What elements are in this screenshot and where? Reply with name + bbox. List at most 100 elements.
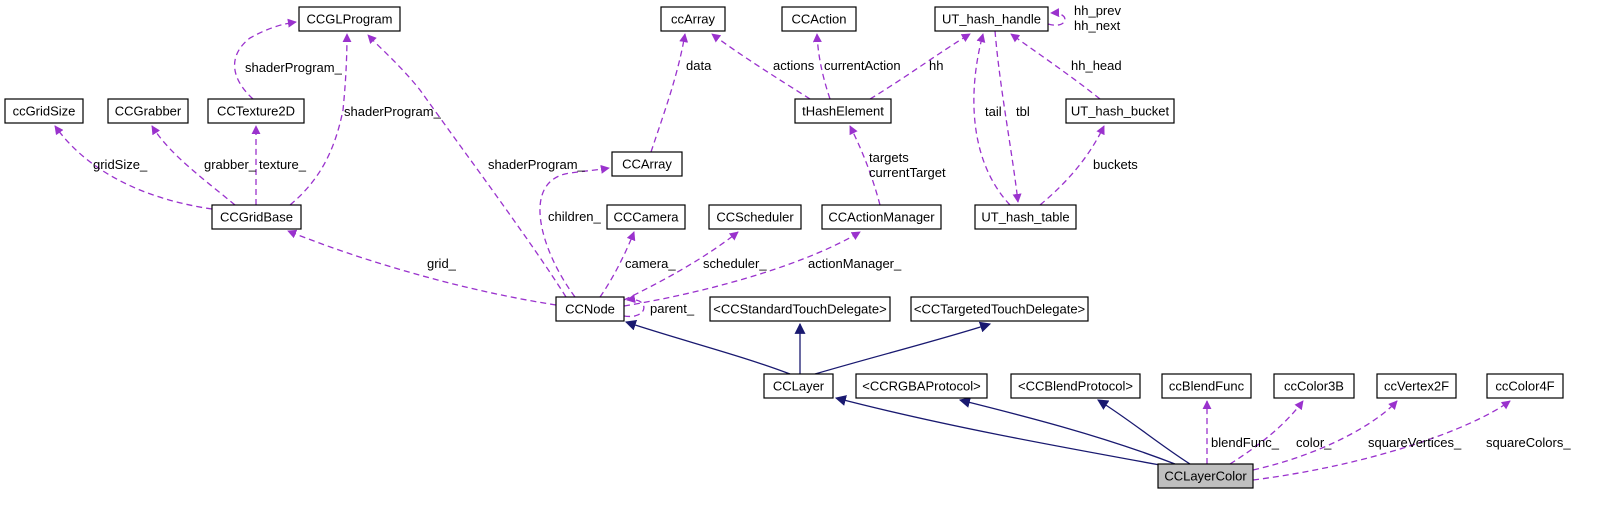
class-name: CCGridBase (220, 210, 293, 225)
edge-ccnode-to-ccglprogram (367, 34, 567, 298)
edge-cclayercolor-to-ccvertex2f (1252, 400, 1398, 471)
class-name: CCLayerColor (1164, 469, 1247, 484)
edge-label-ccgridbase-to-ccgrabber: grabber_ (204, 157, 257, 172)
class-box (1157, 463, 1254, 489)
class-node-ccglprogram[interactable]: CCGLProgram (298, 6, 401, 32)
edge-ut-hash-handle-to-ut-hash-table (994, 30, 1022, 203)
edge-cclayer-to-ccnode (624, 319, 791, 375)
class-box (1161, 373, 1252, 399)
class-name: tHashElement (802, 104, 884, 119)
edge-ccgridbase-to-ccgrabber (151, 125, 236, 206)
class-name: CCNode (565, 302, 615, 317)
edge-label-ut-hash-handle-to-ut-hash-table: tbl (1016, 104, 1030, 119)
edge-cclayercolor-to-cccolor4f (1252, 400, 1511, 481)
edge-ccgridbase-to-ccglprogram (289, 33, 352, 206)
edge-cclayercolor-to-cclayer (834, 395, 1161, 466)
class-node-ccarray[interactable]: CCArray (611, 151, 683, 177)
class-box (1376, 373, 1457, 399)
class-box (821, 204, 942, 230)
edge-label-cclayercolor-to-cccolor4f: squareColors_ (1486, 435, 1571, 450)
edge-ccnode-to-ccnode (623, 294, 645, 318)
class-name: CCCamera (613, 210, 679, 225)
class-box (298, 6, 401, 32)
edge-label-ccnode-to-cccamera: camera_ (625, 256, 676, 271)
class-node-ccgrabber[interactable]: CCGrabber (107, 98, 189, 124)
class-box (660, 6, 726, 32)
edge-cclayercolor-to-ccblendprotocol (1097, 399, 1191, 465)
nodes-layer: CCGLProgram ccArray CCAction UT_hash_handle… (4, 6, 1564, 489)
class-node-ut-hash-bucket[interactable]: UT_hash_bucket (1065, 98, 1175, 124)
class-node-cccolor4f[interactable]: ccColor4F (1486, 373, 1564, 399)
class-box (606, 204, 686, 230)
edge-label-thashelement-to-ccarray: actions (773, 58, 815, 73)
class-node-cctargetedtouchdelegate[interactable]: <CCTargetedTouchDelegate> (910, 296, 1089, 322)
class-node-ccblendprotocol[interactable]: <CCBlendProtocol> (1010, 373, 1141, 399)
class-name: <CCRGBAProtocol> (862, 379, 981, 394)
edge-label-ccnode-to-ccarray: children_ (548, 209, 602, 224)
class-box (974, 204, 1077, 230)
class-node-cclayer[interactable]: CCLayer (763, 373, 834, 399)
edge-ut-hash-table-to-ut-hash-handle (973, 33, 1011, 206)
edge-ccnode-to-cccamera (599, 231, 636, 298)
class-node-cctexture2d[interactable]: CCTexture2D (207, 98, 305, 124)
edge-label-ccnode-to-ccnode: parent_ (650, 301, 695, 316)
edge-label-ut-hash-bucket-to-ut-hash-handle: hh_head (1071, 58, 1122, 73)
class-box (611, 151, 683, 177)
class-node-cccamera[interactable]: CCCamera (606, 204, 686, 230)
class-node-ccstandardtouchdelegate[interactable]: <CCStandardTouchDelegate> (709, 296, 891, 322)
edge-label-thashelement-to-ut-hash-handle: hh (929, 58, 943, 73)
class-node-ccblendfunc[interactable]: ccBlendFunc (1161, 373, 1252, 399)
class-node-ut-hash-handle[interactable]: UT_hash_handle (934, 6, 1049, 32)
class-node-ccarray[interactable]: ccArray (660, 6, 726, 32)
edge-label-cclayercolor-to-ccblendfunc: blendFunc_ (1211, 435, 1280, 450)
class-name: CCTexture2D (217, 104, 295, 119)
edge-label-ccnode-to-ccscheduler: scheduler_ (703, 256, 767, 271)
class-name: ccArray (671, 12, 716, 27)
edge-label-ccgridbase-to-ccgridsize: gridSize_ (93, 157, 148, 172)
class-box (708, 204, 802, 230)
class-name: CCGLProgram (307, 12, 393, 27)
class-name: CCGrabber (115, 104, 182, 119)
class-name: <CCTargetedTouchDelegate> (914, 302, 1085, 317)
edge-cctexture2d-to-ccglprogram (233, 18, 297, 100)
edge-cclayercolor-to-ccrgbaprotocol (958, 397, 1176, 465)
edge-label-ccgridbase-to-cctexture2d: texture_ (259, 157, 307, 172)
edge-ut-hash-bucket-to-ut-hash-handle (1010, 33, 1101, 100)
edge-ccnode-to-ccactionmanager (623, 231, 861, 307)
class-node-ut-hash-table[interactable]: UT_hash_table (974, 204, 1077, 230)
edge-cclayercolor-to-cccolor3b (1229, 400, 1304, 465)
class-node-ccrgbaprotocol[interactable]: <CCRGBAProtocol> (855, 373, 988, 399)
edges-layer (54, 8, 1511, 481)
class-node-cccolor3b[interactable]: ccColor3B (1273, 373, 1355, 399)
class-name: CCLayer (773, 379, 825, 394)
class-node-ccscheduler[interactable]: CCScheduler (708, 204, 802, 230)
edge-ccnode-to-ccscheduler (623, 231, 739, 301)
edge-label-cctexture2d-to-ccglprogram: shaderProgram_ (245, 60, 343, 75)
class-name: CCAction (792, 12, 847, 27)
class-name: ccColor4F (1495, 379, 1554, 394)
edge-label-ccnode-to-ccactionmanager: actionManager_ (808, 256, 902, 271)
class-node-ccvertex2f[interactable]: ccVertex2F (1376, 373, 1457, 399)
edge-thashelement-to-ccarray (711, 33, 811, 100)
class-box (1010, 373, 1141, 399)
class-box (794, 98, 892, 124)
class-node-thashelement[interactable]: tHashElement (794, 98, 892, 124)
class-node-ccnode[interactable]: CCNode (555, 296, 625, 322)
class-node-ccactionmanager[interactable]: CCActionManager (821, 204, 942, 230)
edge-label-ccgridbase-to-ccglprogram: shaderProgram_ (344, 104, 442, 119)
class-name: ccColor3B (1284, 379, 1344, 394)
class-node-ccgridbase[interactable]: CCGridBase (211, 204, 302, 230)
class-box (709, 296, 891, 322)
class-name: <CCBlendProtocol> (1018, 379, 1133, 394)
class-box (1273, 373, 1355, 399)
class-node-cclayercolor[interactable]: CCLayerColor (1157, 463, 1254, 489)
class-name: ccBlendFunc (1169, 379, 1245, 394)
class-box (855, 373, 988, 399)
class-box (910, 296, 1089, 322)
class-box (763, 373, 834, 399)
class-name: ccVertex2F (1384, 379, 1449, 394)
class-node-ccgridsize[interactable]: ccGridSize (4, 98, 84, 124)
class-node-ccaction[interactable]: CCAction (781, 6, 857, 32)
edge-ut-hash-table-to-ut-hash-bucket (1039, 125, 1105, 206)
